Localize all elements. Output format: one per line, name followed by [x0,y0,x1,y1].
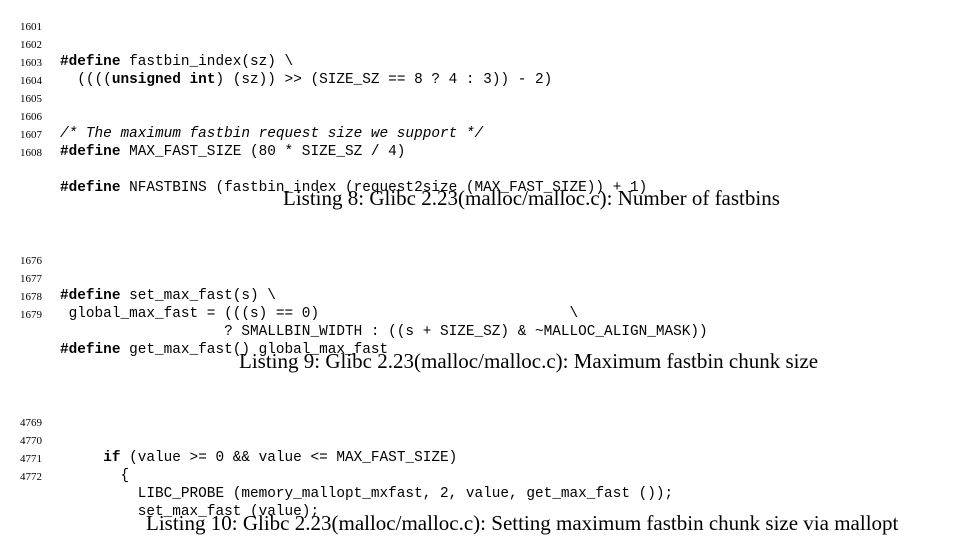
code-text: LIBC_PROBE (memory_mallopt_mxfast, 2, va… [60,485,673,503]
code-segment: ) (sz)) >> (SIZE_SZ == 8 ? 4 : 3)) - 2) [215,72,553,88]
code-keyword: #define [60,144,121,160]
code-text: /* The maximum fastbin request size we s… [60,125,483,143]
line-number: 1606 [20,111,42,123]
code-text: if (value >= 0 && value <= MAX_FAST_SIZE… [60,449,457,467]
code-text: { [60,467,129,485]
line-number: 1676 [20,255,42,267]
code-segment: set_max_fast (value); [60,504,320,520]
listing-caption: Listing 10: Glibc 2.23(malloc/malloc.c):… [146,511,899,535]
code-text: global_max_fast = (((s) == 0) \ [60,305,579,323]
code-line: 1607 [0,125,42,143]
line-number: 1602 [20,39,42,51]
code-keyword: #define [60,288,121,304]
code-line: 1676 #define set_max_fast(s) \ [0,251,276,304]
code-line: 1605 /* The maximum fastbin request size… [0,89,483,142]
line-number: 4772 [20,471,42,483]
code-text: set_max_fast (value); [60,503,319,521]
code-line: 4770 { [0,431,129,484]
code-segment: set_max_fast(s) \ [120,288,276,304]
line-number: 1604 [20,75,42,87]
code-segment: LIBC_PROBE (memory_mallopt_mxfast, 2, va… [60,486,674,502]
code-line: 1679 #define get_max_fast() global_max_f… [0,305,388,358]
code-keyword: if [103,450,121,466]
code-line: 1608 #define NFASTBINS (fastbin_index (r… [0,143,647,196]
code-segment: ? SMALLBIN_WIDTH : ((s + SIZE_SZ) & ~MAL… [60,324,708,340]
line-number: 4769 [20,417,42,429]
code-line: 1603 [0,53,42,71]
code-text: #define set_max_fast(s) \ [60,287,276,305]
code-text: #define fastbin_index(sz) \ [60,53,293,71]
code-line: 4772 set_max_fast (value); [0,467,319,520]
code-segment: global_max_fast = (((s) == 0) \ [60,306,579,322]
code-keyword: #define [60,342,121,358]
line-number: 1607 [20,129,42,141]
code-segment: fastbin_index(sz) \ [120,54,294,70]
line-number: 1603 [20,57,42,69]
code-line: 1678 ? SMALLBIN_WIDTH : ((s + SIZE_SZ) &… [0,287,708,340]
line-number: 4770 [20,435,42,447]
line-number: 1605 [20,93,42,105]
code-text: #define get_max_fast() global_max_fast [60,341,388,359]
code-segment: NFASTBINS (fastbin_index (request2size (… [120,180,648,196]
code-keyword: #define [60,180,121,196]
line-number: 1677 [20,273,42,285]
line-number: 1679 [20,309,42,321]
listing-caption: Listing 9: Glibc 2.23(malloc/malloc.c): … [239,349,819,373]
code-line: 1602 ((((unsigned int) (sz)) >> (SIZE_SZ… [0,35,552,88]
code-keyword: #define [60,54,121,70]
code-line: 4769 if (value >= 0 && value <= MAX_FAST… [0,413,457,466]
code-segment [60,450,103,466]
code-text: #define NFASTBINS (fastbin_index (reques… [60,179,647,197]
code-comment: /* The maximum fastbin request size we s… [60,126,484,142]
code-keyword: unsigned int [111,72,216,88]
code-segment: (value >= 0 && value <= MAX_FAST_SIZE) [120,450,458,466]
line-number: 4771 [20,453,42,465]
line-number: 1601 [20,21,42,33]
line-number: 1608 [20,147,42,159]
line-number: 1678 [20,291,42,303]
code-line: 1604 [0,71,42,89]
code-segment: { [60,468,130,484]
code-text: ? SMALLBIN_WIDTH : ((s + SIZE_SZ) & ~MAL… [60,323,708,341]
code-text: ((((unsigned int) (sz)) >> (SIZE_SZ == 8… [60,71,552,89]
code-line: 1677 global_max_fast = (((s) == 0) \ [0,269,578,322]
code-line: 4771 LIBC_PROBE (memory_mallopt_mxfast, … [0,449,673,502]
code-segment: get_max_fast() global_max_fast [120,342,389,358]
code-segment: (((( [60,72,112,88]
code-text: #define MAX_FAST_SIZE (80 * SIZE_SZ / 4) [60,143,405,161]
code-line: 1606 #define MAX_FAST_SIZE (80 * SIZE_SZ… [0,107,405,160]
code-line: 1601 #define fastbin_index(sz) \ [0,17,293,70]
listing-caption: Listing 8: Glibc 2.23(malloc/malloc.c): … [283,186,780,210]
code-segment: MAX_FAST_SIZE (80 * SIZE_SZ / 4) [120,144,406,160]
